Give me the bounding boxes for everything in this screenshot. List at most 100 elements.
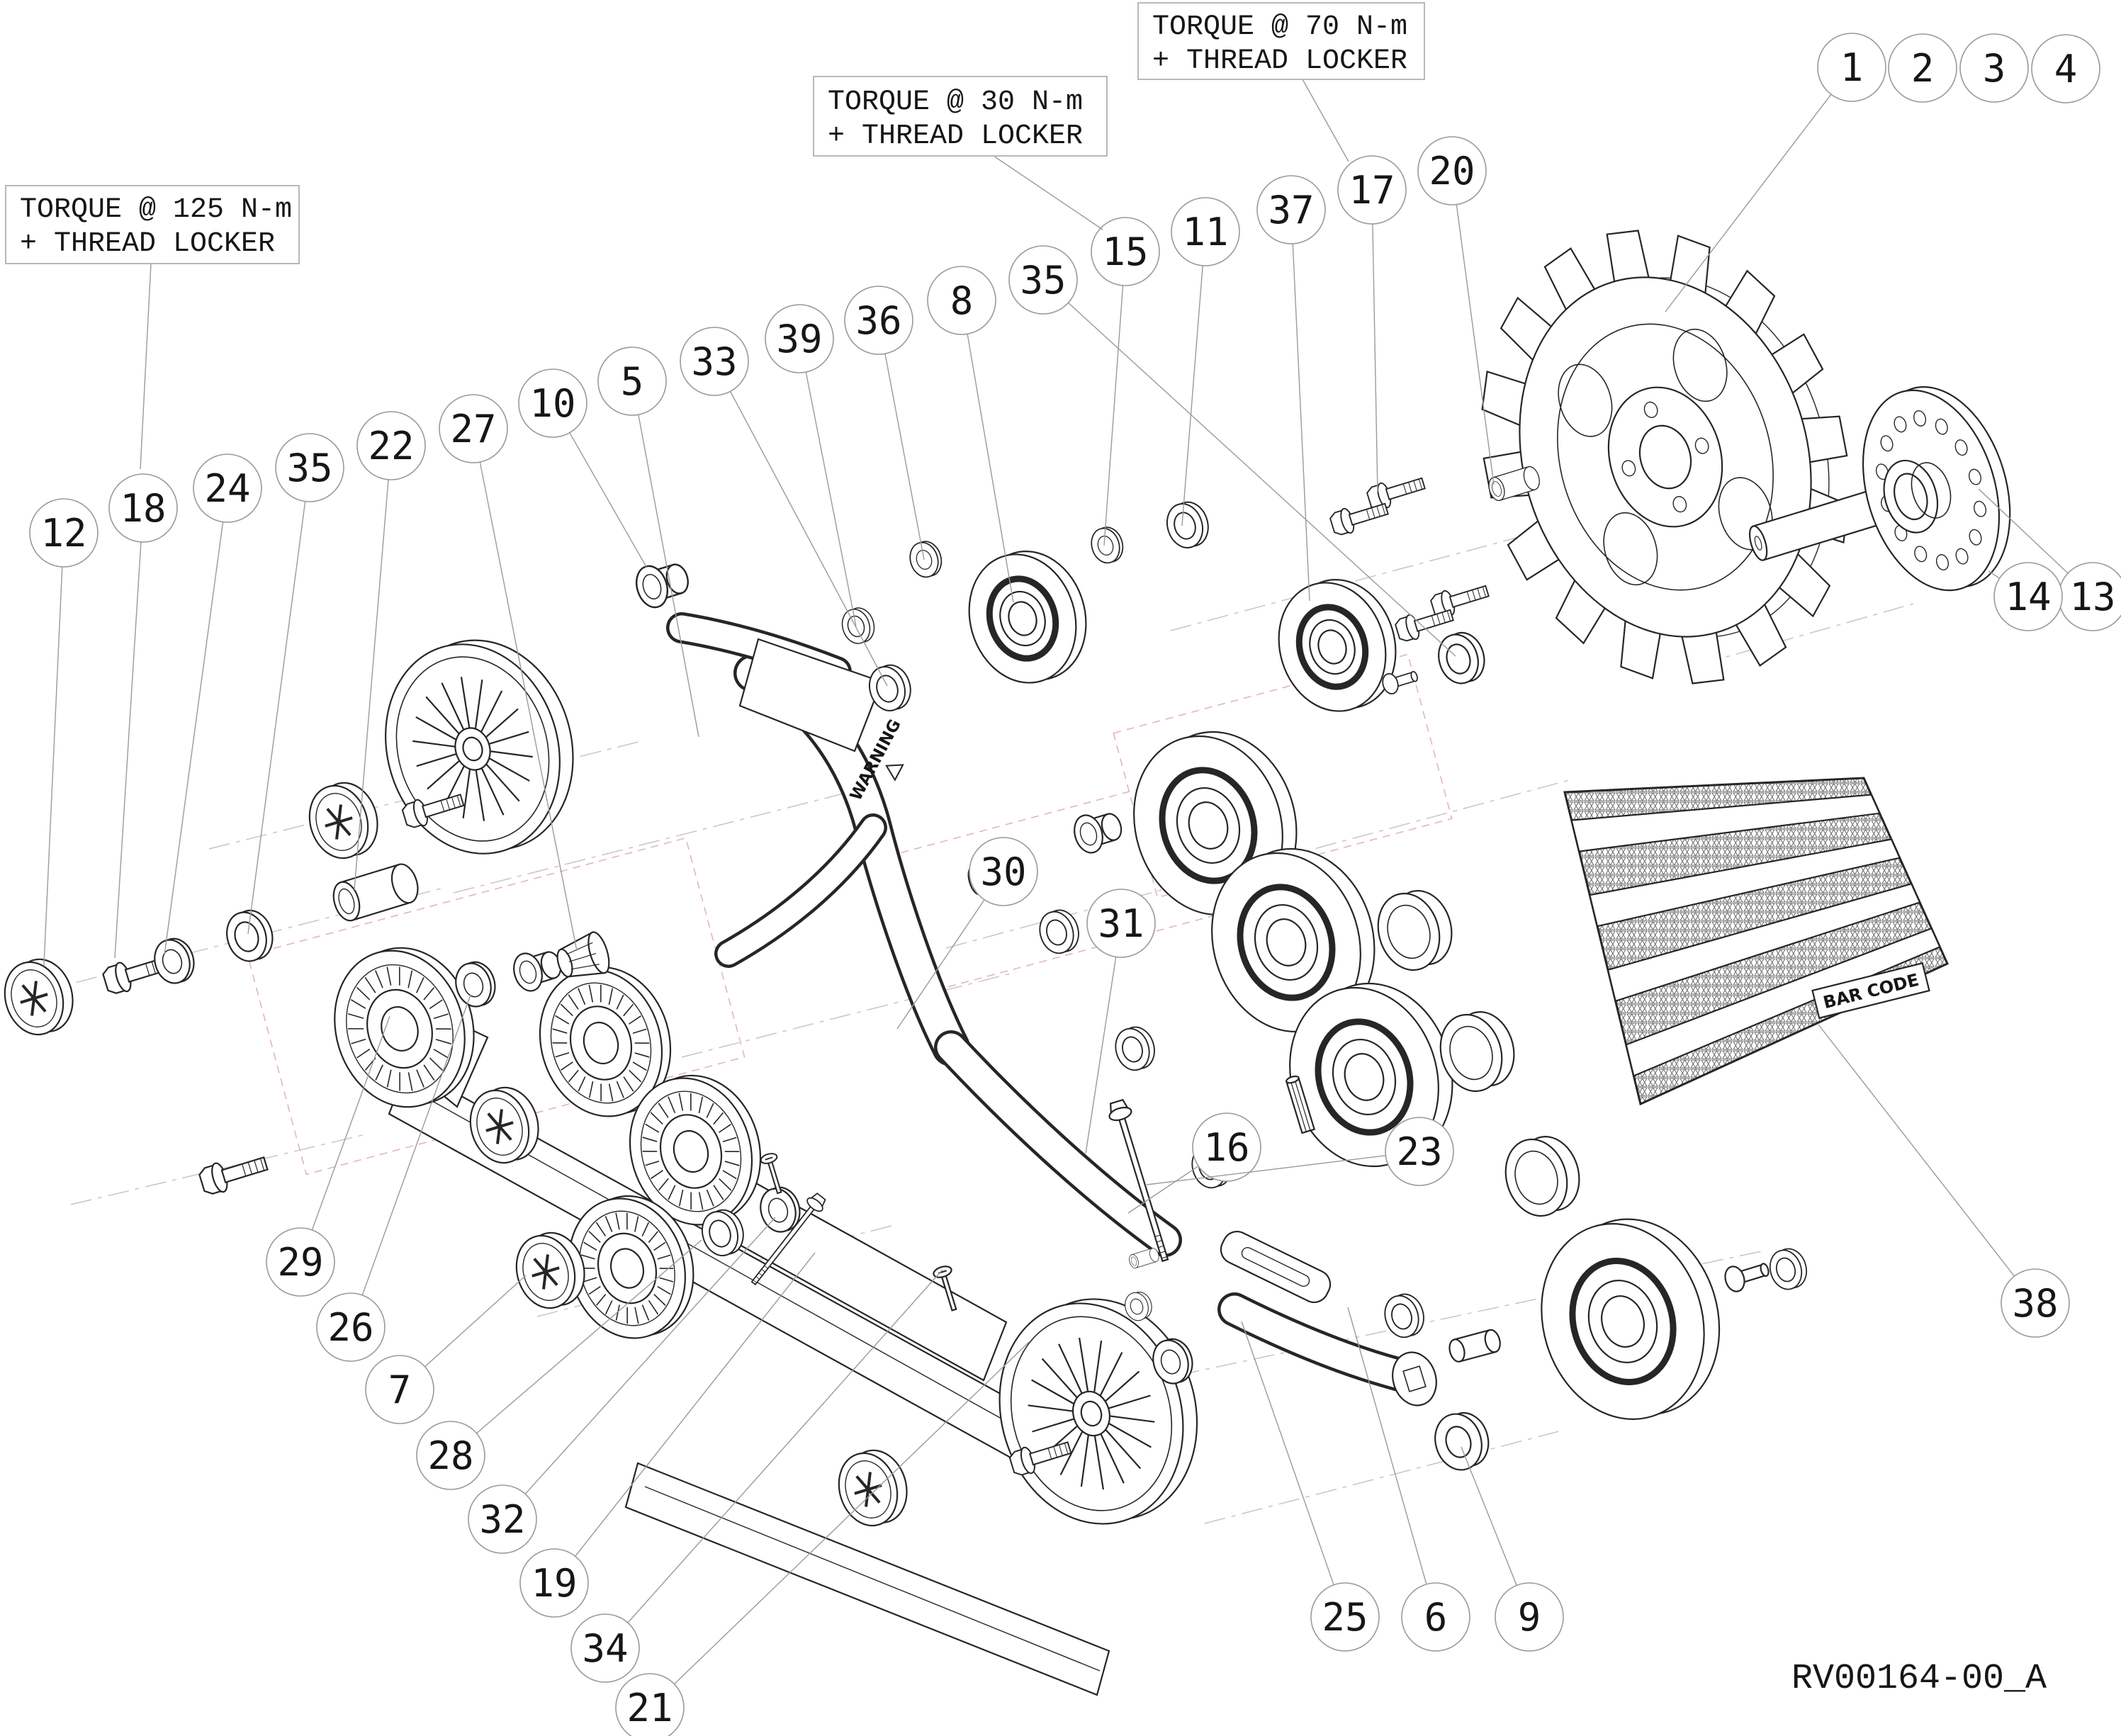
callout-number: 19: [531, 1561, 577, 1606]
callout-leader: [575, 1252, 816, 1557]
torque-note-30-line1: TORQUE @ 30 N-m: [828, 86, 1083, 118]
callout-leader: [1146, 1155, 1386, 1185]
callout-number: 35: [1020, 258, 1066, 303]
callout-number: 33: [691, 339, 737, 384]
part-slider: [624, 1462, 1110, 1696]
callout-number: 28: [427, 1433, 473, 1478]
callout-5: 5: [597, 346, 699, 738]
part-pin: [1724, 1263, 1770, 1292]
callout-number: 12: [40, 511, 86, 556]
callout-7: 7: [365, 1275, 527, 1424]
callout-number: 13: [2069, 575, 2115, 619]
part-wheel_disc: [968, 551, 1087, 684]
callout-22: 22: [354, 411, 426, 891]
torque-note-30-box: [813, 76, 1108, 157]
callout-number: 4: [2054, 47, 2078, 91]
callout-leader: [43, 566, 63, 966]
callout-10: 10: [518, 368, 647, 568]
center-line: [681, 971, 1017, 1058]
callout-number: 22: [368, 424, 414, 468]
part-wheel_tooth: [539, 966, 672, 1117]
callout-29: 29: [266, 1015, 390, 1297]
callout-circle: [1417, 136, 1487, 205]
part-wheel_spoked: [998, 1298, 1198, 1525]
callout-circle: [2001, 1268, 2070, 1338]
callout-circle: [193, 453, 262, 523]
callout-18: 18: [108, 473, 178, 959]
callout-leader: [1347, 1307, 1427, 1585]
part-bearing: [1039, 909, 1079, 954]
callout-32: 32: [468, 1217, 776, 1554]
callout-circle: [765, 304, 834, 373]
callout-circle: [108, 473, 178, 543]
part-cap2: [1439, 1011, 1515, 1093]
callout-16: 16: [1127, 1112, 1261, 1214]
part-cyl: [1488, 466, 1540, 502]
part-rearm: [1217, 1231, 1501, 1407]
part-rod: [1285, 1075, 1316, 1134]
callout-circle: [365, 1355, 434, 1424]
callout-2: 2: [1888, 33, 1957, 103]
callout-circle: [615, 1673, 685, 1736]
callout-14: 14: [1988, 562, 2063, 631]
part-bolt: [1329, 502, 1389, 536]
warning-triangle-icon: [885, 764, 904, 782]
callout-number: 15: [1102, 230, 1148, 274]
part-bolt: [1366, 477, 1426, 510]
callout-number: 1: [1840, 45, 1864, 90]
callout-circle: [416, 1421, 485, 1490]
callout-circle: [266, 1227, 335, 1297]
callout-number: 3: [1983, 46, 2006, 91]
callout-circle: [927, 266, 996, 335]
part-washer: [1152, 1338, 1193, 1385]
callout-number: 30: [980, 850, 1026, 894]
part-wheel_disc: [1278, 579, 1397, 712]
callout-leader: [164, 522, 224, 956]
callout-21: 21: [615, 1341, 1030, 1736]
callout-38: 38: [1818, 1024, 2070, 1338]
callout-33: 33: [680, 327, 888, 687]
callout-30: 30: [896, 837, 1038, 1030]
part-cap2: [1504, 1136, 1580, 1217]
part-bearing: [1769, 1248, 1807, 1290]
callout-leader: [1461, 1446, 1517, 1586]
part-cyl: [332, 863, 419, 922]
callout-number: 25: [1322, 1595, 1368, 1640]
callout-leader: [1978, 488, 2069, 574]
barcode-box: [1811, 962, 1930, 1020]
callout-leader: [1127, 1166, 1199, 1214]
part-bolt: [198, 1156, 269, 1195]
callout-leader: [361, 994, 471, 1296]
callout-leader: [1456, 204, 1495, 485]
callout-19: 19: [519, 1252, 816, 1618]
callout-number: 37: [1268, 188, 1314, 232]
callout-leader: [1292, 243, 1310, 602]
callout-circle: [1086, 889, 1156, 958]
torque-note-30: TORQUE @ 30 N-m + THREAD LOCKER: [813, 76, 1108, 230]
callout-circle: [356, 411, 426, 480]
callout-leader: [311, 1015, 390, 1231]
part-washer: [909, 541, 943, 578]
callout-number: 10: [529, 381, 575, 426]
callout-circle: [1385, 1117, 1454, 1186]
part-bearing: [1166, 501, 1209, 548]
part-washer: [455, 961, 496, 1008]
callout-circle: [1091, 217, 1160, 286]
callout-circle: [1959, 33, 2029, 103]
callout-26: 26: [316, 994, 471, 1362]
part-bearing: [841, 607, 875, 644]
callout-number: 29: [277, 1240, 323, 1285]
callout-leader: [424, 1275, 527, 1368]
part-cyl: [1129, 1248, 1159, 1268]
callout-25: 25: [1241, 1321, 1380, 1652]
callout-leader: [884, 354, 925, 560]
part-wheel_tooth: [568, 1195, 694, 1339]
callout-12: 12: [29, 498, 99, 966]
part-arm: [666, 612, 1182, 1257]
callout-circle: [1256, 175, 1326, 244]
part-washer: [760, 1186, 801, 1233]
callout-28: 28: [416, 1239, 702, 1490]
callout-leader: [729, 391, 888, 687]
callout-number: 32: [479, 1497, 525, 1542]
